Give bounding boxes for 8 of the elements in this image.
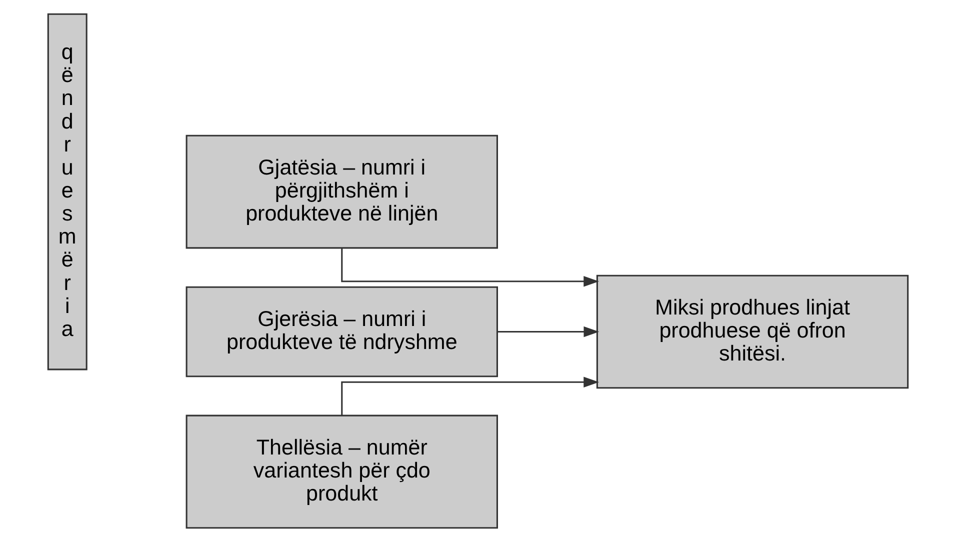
node-box: Thellësia – numër variantesh për çdo produkt — [186, 414, 498, 529]
node-box: Gjatësia – numri i përgjithshëm i produkteve në linjën — [186, 134, 498, 249]
node-box: Miksi prodhues linjat prodhuese që ofron shitësi. — [596, 274, 909, 389]
arrow — [341, 248, 600, 287]
node-box: qëndruesmëria — [47, 13, 88, 370]
arrow — [498, 326, 600, 338]
arrow — [341, 376, 600, 416]
node-box: Gjerësia – numri i produkteve të ndryshme — [186, 286, 498, 378]
